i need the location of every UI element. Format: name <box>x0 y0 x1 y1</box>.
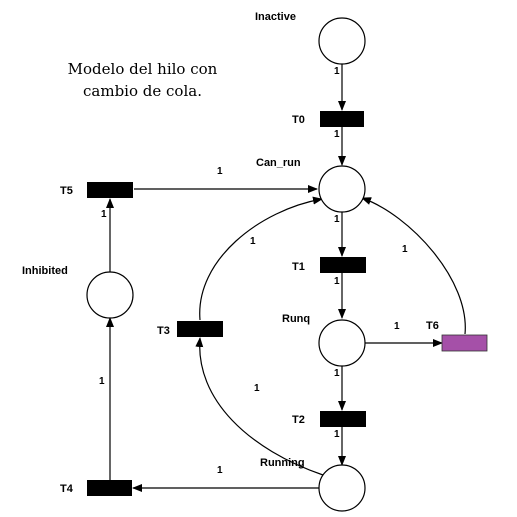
place-running[interactable] <box>318 464 366 512</box>
weight-inhibited-t5: 1 <box>101 209 107 220</box>
weight-t1-runq: 1 <box>334 276 340 287</box>
transition-t6[interactable] <box>441 334 488 352</box>
weight-canrun-t1: 1 <box>334 214 340 225</box>
label-inactive: Inactive <box>255 11 296 23</box>
transition-t1[interactable] <box>320 257 366 273</box>
weight-running-t3: 1 <box>254 383 260 394</box>
transition-t2[interactable] <box>320 411 366 427</box>
arc-t3-canrun <box>199 196 323 321</box>
place-inactive[interactable] <box>318 17 366 65</box>
label-t3: T3 <box>157 325 170 337</box>
weight-t5-canrun: 1 <box>217 166 223 177</box>
label-t5: T5 <box>60 185 73 197</box>
caption-line-1: Modelo del hilo con <box>67 60 218 78</box>
label-running: Running <box>260 457 305 469</box>
weight-running-t4: 1 <box>217 465 223 476</box>
place-can-run[interactable] <box>318 165 366 213</box>
label-can-run: Can_run <box>256 157 301 169</box>
transition-t3[interactable] <box>177 321 223 337</box>
label-t0: T0 <box>292 114 305 126</box>
diagram-caption: Modelo del hilo con cambio de cola. <box>40 58 245 102</box>
label-runq: Runq <box>282 313 310 325</box>
label-inhibited: Inhibited <box>22 265 68 277</box>
transition-t0[interactable] <box>320 111 364 127</box>
transition-t4[interactable] <box>87 480 132 496</box>
weight-t2-running: 1 <box>334 429 340 440</box>
weight-t3-canrun: 1 <box>250 236 256 247</box>
transition-t5[interactable] <box>87 182 133 198</box>
weight-inactive-t0: 1 <box>334 66 340 77</box>
weight-runq-t2: 1 <box>334 368 340 379</box>
arc-running-t3 <box>195 337 324 476</box>
place-inhibited[interactable] <box>86 271 134 319</box>
label-t1: T1 <box>292 261 305 273</box>
arc-t6-canrun <box>361 197 466 335</box>
caption-line-2: cambio de cola. <box>83 82 202 100</box>
weight-runq-t6: 1 <box>394 321 400 332</box>
place-runq[interactable] <box>318 319 366 367</box>
weight-t4-inhibited: 1 <box>99 376 105 387</box>
label-t6: T6 <box>426 320 439 332</box>
weight-t6-canrun: 1 <box>402 244 408 255</box>
weight-t0-canrun: 1 <box>334 129 340 140</box>
label-t4: T4 <box>60 483 74 495</box>
label-t2: T2 <box>292 414 305 426</box>
